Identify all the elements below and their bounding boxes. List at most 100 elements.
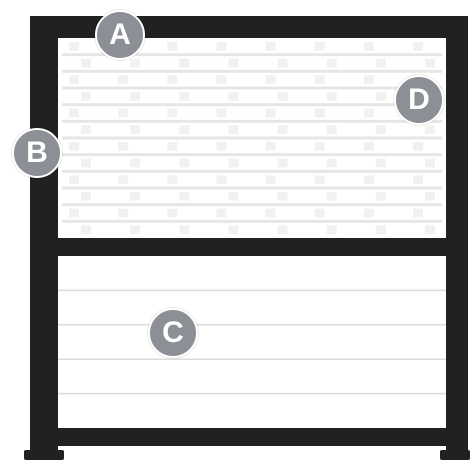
lattice-weave-mark — [376, 192, 386, 201]
lattice-weave-mark — [278, 192, 288, 201]
lattice-weave-mark — [425, 192, 435, 201]
lattice-weave-mark — [266, 75, 276, 84]
lattice-weave-mark — [130, 125, 140, 134]
lattice-weave-mark — [81, 92, 91, 101]
lattice-weave-mark — [167, 175, 177, 184]
lattice-weave-mark — [228, 159, 238, 168]
lattice-horizontal-gap — [62, 120, 442, 123]
lattice-weave-mark — [228, 92, 238, 101]
lattice-horizontal-gap — [62, 203, 442, 206]
lattice-weave-mark — [266, 142, 276, 151]
lattice-weave-mark — [118, 209, 128, 218]
lattice-weave-mark — [167, 109, 177, 118]
lattice-weave-mark — [118, 75, 128, 84]
lattice-weave-mark — [130, 59, 140, 68]
lattice-weave-mark — [413, 175, 423, 184]
lattice-weave-mark — [364, 75, 374, 84]
lattice-weave-mark — [179, 225, 189, 234]
lattice-weave-mark — [130, 192, 140, 201]
lattice-weave-mark — [69, 175, 79, 184]
lattice-weave-mark — [179, 192, 189, 201]
lattice-weave-mark — [130, 159, 140, 168]
lattice-weave-mark — [69, 142, 79, 151]
lattice-weave-mark — [69, 209, 79, 218]
lattice-weave-mark — [413, 209, 423, 218]
lattice-weave-mark — [327, 59, 337, 68]
lattice-weave-mark — [118, 109, 128, 118]
lattice-weave-mark — [167, 209, 177, 218]
lattice-horizontal-gap — [62, 137, 442, 140]
lattice-weave-mark — [327, 159, 337, 168]
lattice-weave-mark — [327, 225, 337, 234]
lattice-weave-mark — [216, 42, 226, 51]
lattice-weave-mark — [228, 192, 238, 201]
lattice-weave-mark — [364, 42, 374, 51]
lattice-weave-mark — [81, 59, 91, 68]
lattice-weave-mark — [315, 142, 325, 151]
lattice-weave-mark — [364, 109, 374, 118]
lattice-weave-mark — [167, 75, 177, 84]
callout-badge-b: B — [12, 128, 62, 178]
lattice-horizontal-gap — [62, 170, 442, 173]
lattice-weave-mark — [81, 159, 91, 168]
lattice-weave-mark — [278, 59, 288, 68]
lattice-horizontal-gap — [62, 220, 442, 223]
callout-badge-c: C — [148, 308, 198, 358]
lattice-slats — [62, 42, 442, 234]
lattice-horizontal-gap — [62, 153, 442, 156]
lattice-weave-mark — [278, 92, 288, 101]
lattice-horizontal-gap — [62, 87, 442, 90]
lattice-weave-mark — [216, 109, 226, 118]
lattice-weave-mark — [364, 175, 374, 184]
lattice-weave-mark — [228, 59, 238, 68]
lattice-weave-mark — [167, 142, 177, 151]
lattice-horizontal-gap — [62, 70, 442, 73]
callout-badge-a: A — [95, 10, 145, 60]
lattice-weave-mark — [69, 109, 79, 118]
lattice-weave-mark — [228, 125, 238, 134]
lattice-weave-mark — [130, 225, 140, 234]
lattice-weave-mark — [327, 125, 337, 134]
lattice-weave-mark — [327, 192, 337, 201]
lattice-weave-mark — [364, 209, 374, 218]
lattice-weave-mark — [118, 175, 128, 184]
lattice-weave-mark — [81, 192, 91, 201]
middle-rail — [30, 238, 468, 256]
lattice-weave-mark — [216, 142, 226, 151]
lattice-weave-mark — [266, 175, 276, 184]
lattice-horizontal-gap — [62, 187, 442, 190]
lattice-horizontal-gap — [62, 103, 442, 106]
lattice-weave-mark — [69, 75, 79, 84]
lattice-weave-mark — [425, 125, 435, 134]
lattice-weave-mark — [130, 92, 140, 101]
left-post — [30, 16, 58, 454]
lattice-weave-mark — [266, 109, 276, 118]
lattice-weave-mark — [179, 159, 189, 168]
lattice-weave-mark — [364, 142, 374, 151]
lattice-weave-mark — [216, 209, 226, 218]
lattice-weave-mark — [81, 225, 91, 234]
lattice-weave-mark — [216, 175, 226, 184]
lattice-weave-mark — [228, 225, 238, 234]
lattice-weave-mark — [315, 109, 325, 118]
lattice-weave-mark — [376, 92, 386, 101]
lattice-weave-mark — [179, 92, 189, 101]
lattice-weave-mark — [179, 125, 189, 134]
lattice-weave-mark — [278, 159, 288, 168]
lattice-weave-mark — [327, 92, 337, 101]
lattice-weave-mark — [81, 125, 91, 134]
lattice-weave-mark — [69, 42, 79, 51]
lattice-weave-mark — [425, 159, 435, 168]
lattice-weave-mark — [376, 59, 386, 68]
lattice-weave-mark — [179, 59, 189, 68]
lattice-weave-mark — [413, 42, 423, 51]
lattice-weave-mark — [167, 42, 177, 51]
left-post-foot — [24, 450, 64, 460]
lattice-weave-mark — [315, 209, 325, 218]
lattice-weave-mark — [376, 125, 386, 134]
right-post-foot — [440, 450, 470, 460]
lattice-weave-mark — [118, 142, 128, 151]
callout-badge-d: D — [394, 75, 444, 125]
lattice-weave-mark — [315, 175, 325, 184]
